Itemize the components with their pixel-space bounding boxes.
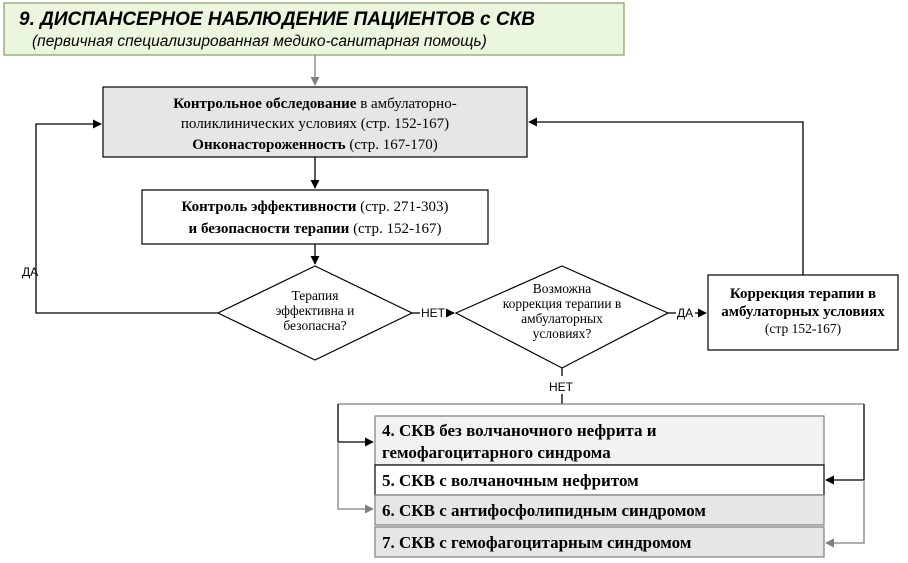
label-no-bottom: НЕТ <box>549 380 574 394</box>
control-exam-line2: поликлинических условиях (стр. 152-167) <box>181 116 449 132</box>
bracket-right-black <box>825 404 865 485</box>
therapy-correction-line1: Коррекция терапии в <box>730 286 876 302</box>
scv-item-4-line1: 4. СКВ без волчаночного нефрита и <box>382 421 657 440</box>
efficacy-line2: и безопасности терапии (стр. 152-167) <box>189 221 442 237</box>
therapy-correction-box <box>707 274 899 351</box>
edge-yes-loop-left <box>35 119 218 314</box>
bracket-left-black <box>337 404 374 447</box>
scv-item-5-box <box>374 464 825 496</box>
scv-item-5-line1: 5. СКВ с волчаночным нефритом <box>382 471 639 490</box>
decision-correction-line1: Возможна <box>533 281 591 296</box>
scv-item-4-line2: гемофагоцитарного синдрома <box>382 443 611 462</box>
decision-therapy-line3: безопасна? <box>283 318 346 333</box>
scv-item-6-line1: 6. СКВ с антифосфолипидным синдромом <box>382 501 706 520</box>
therapy-correction-line3: (стр 152-167) <box>765 321 841 336</box>
bracket-left-gray <box>337 442 374 514</box>
therapy-correction-line2: амбулаторных условиях <box>721 304 885 320</box>
decision-correction-line2: коррекция терапии в <box>503 296 622 311</box>
edge-correction-to-exam <box>528 117 804 275</box>
decision-therapy-line1: Терапия <box>292 288 339 303</box>
label-no-middle: НЕТ <box>421 306 446 320</box>
scv-item-6-box <box>374 494 825 526</box>
decision-therapy-line2: эффективна и <box>276 303 355 318</box>
label-yes-left: ДА <box>22 265 38 279</box>
efficacy-line1: Контроль эффективности (стр. 271-303) <box>181 199 448 215</box>
scv-item-7-box <box>374 526 825 558</box>
control-exam-box <box>102 86 528 158</box>
decision-correction-line4: условиях? <box>533 326 592 341</box>
scv-item-7-line1: 7. СКВ с гемофагоцитарным синдромом <box>382 533 692 552</box>
scv-item-4-box <box>374 415 825 466</box>
title-sub: (первичная специализированная медико-сан… <box>32 33 487 50</box>
decision-correction-line3: амбулаторных <box>521 311 603 326</box>
label-yes-right: ДА <box>677 306 693 320</box>
title-main: 9. ДИСПАНСЕРНОЕ НАБЛЮДЕНИЕ ПАЦИЕНТОВ с С… <box>19 9 535 30</box>
title-box <box>3 2 625 56</box>
bracket-right-gray <box>825 480 865 548</box>
efficacy-control-box <box>141 189 489 245</box>
control-exam-line1: Контрольное обследование в амбулаторно- <box>173 96 456 112</box>
decision-therapy-diamond <box>216 265 414 361</box>
control-exam-line3: Онконастороженность (стр. 167-170) <box>192 137 437 153</box>
